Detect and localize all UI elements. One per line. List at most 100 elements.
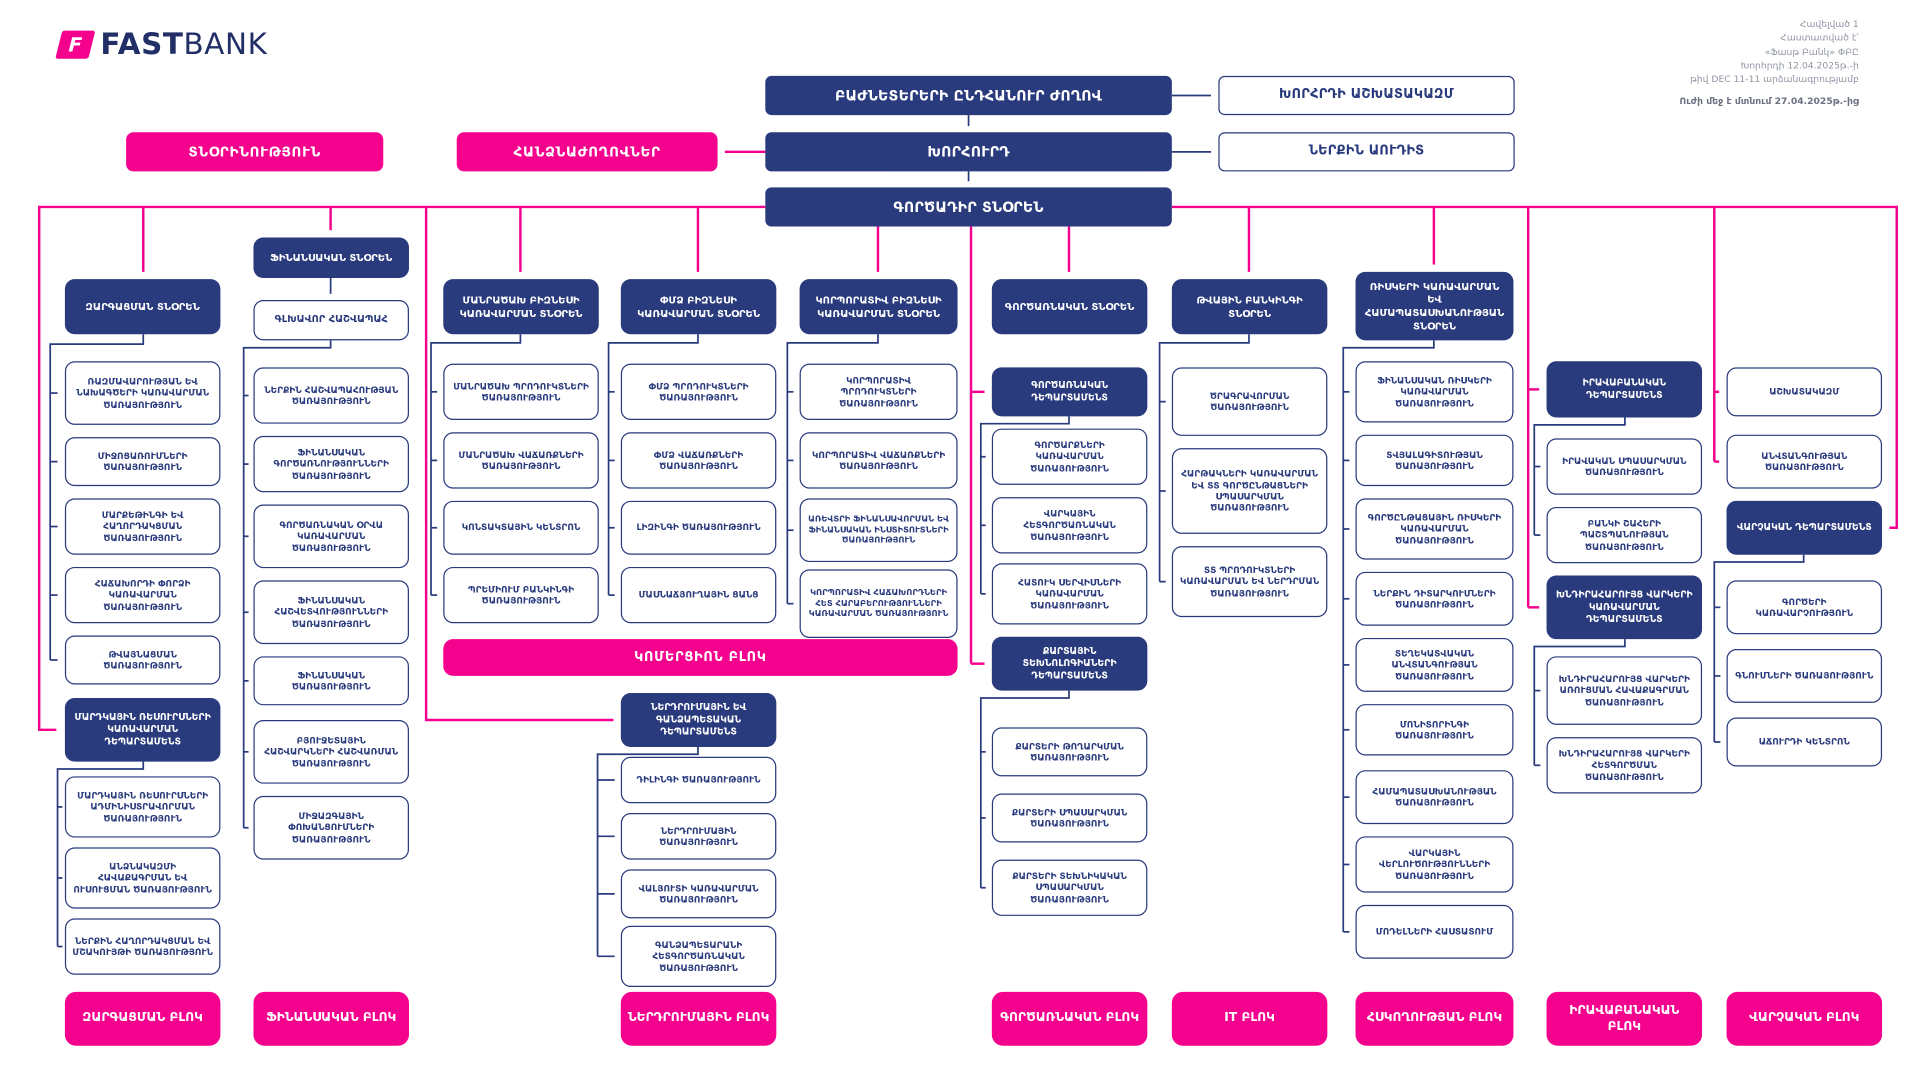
- approval-line: Խորհրդի 12.04.2025թ.-ի: [1740, 59, 1859, 71]
- box-contact-center: ԿՈՆՏԱԿՏԱՅԻՆ ԿԵՆՏՐՈՆ: [443, 500, 599, 555]
- box-legal-servicing-service: ԻՐԱՎԱԿԱՆ ՍՊԱՍԱՐԿՄԱՆ ԾԱՌԱՅՈՒԹՅՈՒՆ: [1546, 438, 1703, 495]
- box-security-service: ԱՆՎՏԱՆԳՈՒԹՅԱՆ ԾԱՌԱՅՈՒԹՅՈՒՆ: [1726, 434, 1883, 489]
- box-credit-backoffice-service: ՎԱՐԿԱՅԻՆ ՀԵՏԳՈՐԾԱՌՆԱԿԱՆ ԾԱՌԱՅՈՒԹՅՈՒՆ: [991, 497, 1148, 554]
- box-problem-loans-collection-service: ԽՆԴԻՐԱՀԱՐՈՒՅՑ ՎԱՐԿԵՐԻ ԱՌՈՒՑՄԱՆ ՀԱՎԱՔԱԳՐՄ…: [1546, 656, 1703, 725]
- approval-line: Հաստատված է՝: [1780, 32, 1859, 44]
- box-operations-director: ԳՈՐԾԱՌՆԱԿԱՆ ՏՆՕՐԵՆ: [991, 279, 1148, 335]
- box-branch-network: ՄԱՍՆԱՃՅՈՒՂԱՅԻՆ ՑԱՆՑ: [620, 566, 777, 624]
- box-card-issuance-service: ՔԱՐՏԵՐԻ ԹՈՂԱՐԿՄԱՆ ԾԱՌԱՅՈՒԹՅՈՒՆ: [991, 727, 1148, 777]
- box-internal-audit: ՆԵՐՔԻՆ ԱՈՒԴԻՏ: [1218, 132, 1515, 172]
- box-currency-management-service: ՎԱԼՅՈՒՏԻ ԿԱՌԱՎԱՐՄԱՆ ԾԱՌԱՅՈՒԹՅՈՒՆ: [620, 869, 777, 919]
- box-process-risk-service: ԳՈՐԾԸՆԹԱՑԱՅԻՆ ՌԻՍԿԵՐԻ ԿԱՌԱՎԱՐՄԱՆ ԾԱՌԱՅՈՒ…: [1355, 498, 1514, 560]
- box-compliance-service: ՀԱՄԱՊԱՏԱՍԽԱՆՈՒԹՅԱՆ ԾԱՌԱՅՈՒԹՅՈՒՆ: [1355, 770, 1514, 825]
- box-transactions-management-service: ԳՈՐԾԱՐՔՆԵՐԻ ԿԱՌԱՎԱՐՄԱՆ ԾԱՌԱՅՈՒԹՅՈՒՆ: [991, 428, 1148, 485]
- box-digitalization-service: ԹՎԱՅՆԱՑՄԱՆ ԾԱՌԱՅՈՒԹՅՈՒՆ: [64, 635, 221, 685]
- box-board: ԽՈՐՀՈՒՐԴ: [765, 132, 1172, 172]
- box-data-science-service: ՏՎՅԱԼԱԳԻՏՈՒԹՅԱՆ ԾԱՌԱՅՈՒԹՅՈՒՆ: [1355, 434, 1514, 487]
- box-dealing-service: ԴԻԼԻՆԳԻ ԾԱՌԱՅՈՒԹՅՈՒՆ: [620, 756, 777, 804]
- box-retail-director: ՄԱՆՐԱԾԱԽ ԲԻԶՆԵՍԻ ԿԱՌԱՎԱՐՄԱՆ ՏՆՕՐԵՆ: [443, 279, 599, 335]
- box-credit-analysis-service: ՎԱՐԿԱՅԻՆ ՎԵՐԼՈՒԾՈՒԹՅՈՒՆՆԵՐԻ ԾԱՌԱՅՈՒԹՅՈՒՆ: [1355, 836, 1514, 893]
- block-administrative: ՎԱՐՉԱԿԱՆ ԲԼՈԿ: [1726, 991, 1883, 1046]
- block-commercial: ԿՈՄԵՐՑԻՈՆ ԲԼՈԿ: [443, 639, 958, 676]
- box-special-services-service: ՀԱՏՈՒԿ ՍԵՐՎԻՍՆԵՐԻ ԿԱՌԱՎԱՐՄԱՆ ԾԱՌԱՅՈՒԹՅՈՒ…: [991, 563, 1148, 625]
- box-digital-banking-director: ԹՎԱՅԻՆ ԲԱՆԿԻՆԳԻ ՏՆՕՐԵՆ: [1171, 279, 1328, 335]
- box-customer-experience-service: ՀԱՃԱԽՈՐԴԻ ՓՈՐՁԻ ԿԱՌԱՎԱՐՄԱՆ ԾԱՌԱՅՈՒԹՅՈՒՆ: [64, 566, 221, 624]
- box-financial-service: ՖԻՆԱՆՍԱԿԱՆ ԾԱՌԱՅՈՒԹՅՈՒՆ: [253, 656, 409, 706]
- box-directorate: ՏՆՕՐԻՆՈՒԹՅՈՒՆ: [126, 132, 384, 172]
- block-development: ԶԱՐԳԱՑՄԱՆ ԲԼՈԿ: [64, 991, 221, 1046]
- box-sme-products-service: ՓՄՁ ՊՐՈԴՈՒԿՏՆԵՐԻ ԾԱՌԱՅՈՒԹՅՈՒՆ: [620, 363, 777, 421]
- box-events-service: ՄԻՋՈՑԱՌՈՒՄՆԵՐԻ ԾԱՌԱՅՈՒԹՅՈՒՆ: [64, 437, 221, 487]
- box-legal-department: ԻՐԱՎԱԲԱՆԱԿԱՆ ԴԵՊԱՐՏԱՄԵՆՏ: [1546, 361, 1703, 418]
- box-financial-director: ՖԻՆԱՆՍԱԿԱՆ ՏՆՕՐԵՆ: [253, 237, 409, 278]
- box-staff: ԱՇԽԱՏԱԿԱԶՄ: [1726, 367, 1883, 417]
- box-recruitment-training-service: ԱՆՁՆԱԿԱԶՄԻ ՀԱՎԱՔԱԳՐՄԱՆ ԵՎ ՈՒՍՈՒՑՄԱՆ ԾԱՌԱ…: [64, 847, 221, 909]
- box-administrative-department: ՎԱՐՉԱԿԱՆ ԴԵՊԱՐՏԱՄԵՆՏ: [1726, 500, 1883, 555]
- logo-text-bank: BANK: [183, 26, 268, 62]
- box-financial-risk-service: ՖԻՆԱՆՍԱԿԱՆ ՌԻՍԿԵՐԻ ԿԱՌԱՎԱՐՄԱՆ ԾԱՌԱՅՈՒԹՅՈ…: [1355, 361, 1514, 423]
- box-auction-center: ԱՃՈՒՐԴԻ ԿԵՆՏՐՈՆ: [1726, 717, 1883, 767]
- block-financial: ՖԻՆԱՆՍԱԿԱՆ ԲԼՈԿ: [253, 991, 409, 1046]
- box-procurement-service: ԳՆՈՒՄՆԵՐԻ ԾԱՌԱՅՈՒԹՅՈՒՆ: [1726, 648, 1883, 703]
- box-corporate-products-service: ԿՈՐՊՈՐԱՏԻՎ ՊՐՈԴՈՒԿՏՆԵՐԻ ԾԱՌԱՅՈՒԹՅՈՒՆ: [799, 363, 958, 421]
- box-hr-department: ՄԱՐԴԿԱՅԻՆ ՌԵՍՈՒՐՍՆԵՐԻ ԿԱՌԱՎԱՐՄԱՆ ԴԵՊԱՐՏԱ…: [64, 697, 221, 762]
- box-corporate-relations-service: ԿՈՐՊՈՐԱՏԻՎ ՀԱՃԱԽՈՐԴՆԵՐԻ ՀԵՏ ՀԱՐԱԲԵՐՈՒԹՅՈ…: [799, 569, 958, 638]
- box-monitoring-service: ՄՈՆԻՏՈՐԻՆԳԻ ԾԱՌԱՅՈՒԹՅՈՒՆ: [1355, 704, 1514, 756]
- box-executive-director: ԳՈՐԾԱԴԻՐ ՏՆՕՐԵՆ: [765, 187, 1172, 227]
- box-investment-service: ՆԵՐԴՐՈՒՄԱՅԻՆ ԾԱՌԱՅՈՒԹՅՈՒՆ: [620, 813, 777, 860]
- box-marketing-service: ՄԱՐՔԵԹԻՆԳԻ ԵՎ ՀԱՂՈՐԴԱԿՑՄԱՆ ԾԱՌԱՅՈՒԹՅՈՒՆ: [64, 498, 221, 555]
- approval-effective-date: Ուժի մեջ է մտնում 27.04.2025թ.-ից: [1679, 95, 1859, 107]
- box-internal-accounting-service: ՆԵՐՔԻՆ ՀԱՇՎԱՊԱՀՈՒԹՅԱՆ ԾԱՌԱՅՈՒԹՅՈՒՆ: [253, 367, 409, 424]
- box-budget-calculations-service: ԲՅՈՒՋԵՏԱՅԻՆ ՀԱՇՎԱՐԿՆԵՐԻ ՀԱՇՎԱՌՄԱՆ ԾԱՌԱՅՈ…: [253, 720, 409, 784]
- box-corporate-sales-service: ԿՈՐՊՈՐԱՏԻՎ ՎԱՃԱՌՔՆԵՐԻ ԾԱՌԱՅՈՒԹՅՈՒՆ: [799, 432, 958, 489]
- box-platforms-it-processes-service: ՀԱՐԹԱԿՆԵՐԻ ԿԱՌԱՎԱՐՄԱՆ ԵՎ ՏՏ ԳՈՐԾԸՆԹԱՑՆԵՐ…: [1171, 448, 1328, 534]
- block-control: ՀՍԿՈՂՈՒԹՅԱՆ ԲԼՈԿ: [1355, 991, 1514, 1046]
- box-board-staff: ԽՈՐՀՐԴԻ ԱՇԽԱՏԱԿԱԶՄ: [1218, 75, 1515, 116]
- box-internal-communication-service: ՆԵՐՔԻՆ ՀԱՂՈՐԴԱԿՑՄԱՆ ԵՎ ՄՇԱԿՈՒՅԹԻ ԾԱՌԱՅՈՒ…: [64, 918, 221, 975]
- approval-note: Հավելված 1 Հաստատված է՝ «Ֆասթ Բանկ» ՓԲԸ …: [1680, 17, 1859, 108]
- box-trade-finance-service: ԱՌԵՎՏՐԻ ՖԻՆԱՆՍԱՎՈՐՄԱՆ ԵՎ ՖԻՆԱՆՍԱԿԱՆ ԻՆՍՏ…: [799, 498, 958, 563]
- box-operations-department: ԳՈՐԾԱՌՆԱԿԱՆ ԴԵՊԱՐՏԱՄԵՆՏ: [991, 367, 1148, 417]
- box-problem-loans-department: ԽՆԴԻՐԱՀԱՐՈՒՅՑ ՎԱՐԿԵՐԻ ԿԱՌԱՎԱՐՄԱՆ ԴԵՊԱՐՏԱ…: [1546, 575, 1703, 640]
- box-financial-operations-service: ՖԻՆԱՆՍԱԿԱՆ ԳՈՐԾԱՌՆՈՒԹՅՈՒՆՆԵՐԻ ԾԱՌԱՅՈՒԹՅՈ…: [253, 435, 409, 493]
- box-treasury-backoffice-service: ԳԱՆՁԱՊԵՏԱՐԱՆԻ ՀԵՏԳՈՐԾԱՌՆԱԿԱՆ ԾԱՌԱՅՈՒԹՅՈՒ…: [620, 925, 777, 987]
- box-it-products-service: ՏՏ ՊՐՈԴՈՒԿՏՆԵՐԻ ԿԱՌԱՎԱՐՄԱՆ ԵՎ ՆԵՐԴՐՄԱՆ Ծ…: [1171, 546, 1328, 618]
- box-information-security-service: ՏԵՂԵԿԱՏՎԱԿԱՆ ԱՆՎՏԱՆԳՈՒԹՅԱՆ ԾԱՌԱՅՈՒԹՅՈՒՆ: [1355, 637, 1514, 692]
- box-premium-banking-service: ՊՐԵՄԻՈՒՄ ԲԱՆԿԻՆԳԻ ԾԱՌԱՅՈՒԹՅՈՒՆ: [443, 566, 599, 624]
- box-corporate-director: ԿՈՐՊՈՐԱՏԻՎ ԲԻԶՆԵՍԻ ԿԱՌԱՎԱՐՄԱՆ ՏՆՕՐԵՆ: [799, 279, 958, 335]
- box-problem-loans-followup-service: ԽՆԴԻՐԱՀԱՐՈՒՅՑ ՎԱՐԿԵՐԻ ՀԵՏԳՈՐԾՄԱՆ ԾԱՌԱՅՈՒ…: [1546, 737, 1703, 794]
- logo: F FASTBANK: [55, 26, 268, 62]
- box-investment-treasury-department: ՆԵՐԴՐՈՒՄԱՅԻՆ ԵՎ ԳԱՆՁԱՊԵՏԱԿԱՆ ԴԵՊԱՐՏԱՄԵՆՏ: [620, 693, 777, 747]
- logo-text-fast: FAST: [100, 26, 184, 62]
- box-committees: ՀԱՆՁՆԱԺՈՂՈՎՆԵՐ: [456, 132, 718, 172]
- box-case-management: ԳՈՐԾԵՐԻ ԿԱՌԱՎԱՐՉՈՒԹՅՈՒՆ: [1726, 580, 1883, 635]
- box-shareholders-meeting: ԲԱԺՆԵՏԵՐԵՐԻ ԸՆԴՀԱՆՈՒՐ ԺՈՂՈՎ: [765, 75, 1172, 116]
- box-card-technical-service: ՔԱՐՏԵՐԻ ՏԵԽՆԻԿԱԿԱՆ ՍՊԱՍԱՐԿՄԱՆ ԾԱՌԱՅՈՒԹՅՈ…: [991, 859, 1148, 916]
- box-model-validation: ՄՈԴԵԼՆԵՐԻ ՀԱՍՏԱՏՈՒՄ: [1355, 904, 1514, 959]
- box-operational-day-service: ԳՈՐԾԱՌՆԱԿԱՆ ՕՐՎԱ ԿԱՌԱՎԱՐՄԱՆ ԾԱՌԱՅՈՒԹՅՈՒՆ: [253, 504, 409, 569]
- box-bank-interests-protection-service: ԲԱՆԿԻ ՇԱՀԵՐԻ ՊԱՇՏՊԱՆՈՒԹՅԱՆ ԾԱՌԱՅՈՒԹՅՈՒՆ: [1546, 506, 1703, 564]
- block-investment: ՆԵՐԴՐՈՒՄԱՅԻՆ ԲԼՈԿ: [620, 991, 777, 1046]
- box-financial-reports-service: ՖԻՆԱՆՍԱԿԱՆ ՀԱՇՎԵՏՎՈՒԹՅՈՒՆՆԵՐԻ ԾԱՌԱՅՈՒԹՅՈ…: [253, 580, 409, 645]
- box-programming-service: ԾՐԱԳՐԱՎՈՐՄԱՆ ԾԱՌԱՅՈՒԹՅՈՒՆ: [1171, 367, 1328, 436]
- box-retail-sales-service: ՄԱՆՐԱԾԱԽ ՎԱՃԱՌՔՆԵՐԻ ԾԱՌԱՅՈՒԹՅՈՒՆ: [443, 432, 599, 489]
- box-strategy-projects-service: ՌԱԶՄԱՎԱՐՈՒԹՅԱՆ ԵՎ ՆԱԽԱԳԾԵՐԻ ԿԱՌԱՎԱՐՄԱՆ Ծ…: [64, 361, 221, 425]
- box-hr-administration-service: ՄԱՐԴԿԱՅԻՆ ՌԵՍՈՒՐՍՆԵՐԻ ԱԴՄԻՆԻՍՏՐԱՎՈՐՄԱՆ Ծ…: [64, 776, 221, 838]
- box-chief-accountant: ԳԼԽԱՎՈՐ ՀԱՇՎԱՊԱՀ: [253, 300, 409, 341]
- box-international-transfers-service: ՄԻՋԱԶԳԱՅԻՆ ՓՈԽԱՆՑՈՒՄՆԵՐԻ ԾԱՌԱՅՈՒԹՅՈՒՆ: [253, 795, 409, 860]
- block-legal: ԻՐԱՎԱԲԱՆԱԿԱՆ ԲԼՈԿ: [1546, 991, 1703, 1046]
- approval-line: Հավելված 1: [1799, 18, 1859, 30]
- box-sme-director: ՓՄՁ ԲԻԶՆԵՍԻ ԿԱՌԱՎԱՐՄԱՆ ՏՆՕՐԵՆ: [620, 279, 777, 335]
- box-card-servicing-service: ՔԱՐՏԵՐԻ ՍՊԱՍԱՐԿՄԱՆ ԾԱՌԱՅՈՒԹՅՈՒՆ: [991, 793, 1148, 843]
- box-card-technologies-department: ՔԱՐՏԱՅԻՆ ՏԵԽՆՈԼՈԳԻԱՆԵՐԻ ԴԵՊԱՐՏԱՄԵՆՏ: [991, 636, 1148, 691]
- box-sme-sales-service: ՓՄՁ ՎԱՃԱՌՔՆԵՐԻ ԾԱՌԱՅՈՒԹՅՈՒՆ: [620, 432, 777, 489]
- box-retail-products-service: ՄԱՆՐԱԾԱԽ ՊՐՈԴՈՒԿՏՆԵՐԻ ԾԱՌԱՅՈՒԹՅՈՒՆ: [443, 363, 599, 421]
- box-leasing-service: ԼԻԶԻՆԳԻ ԾԱՌԱՅՈՒԹՅՈՒՆ: [620, 500, 777, 555]
- box-development-director: ԶԱՐԳԱՑՄԱՆ ՏՆՕՐԵՆ: [64, 279, 221, 335]
- block-operations: ԳՈՐԾԱՌՆԱԿԱՆ ԲԼՈԿ: [991, 991, 1148, 1046]
- block-it: IT ԲԼՈԿ: [1171, 991, 1328, 1046]
- box-internal-observations-service: ՆԵՐՔԻՆ ԴԻՏԱՐԿՈՒՄՆԵՐԻ ԾԱՌԱՅՈՒԹՅՈՒՆ: [1355, 571, 1514, 626]
- approval-line: թիվ DEC 11-11 արձանագրությամբ: [1690, 73, 1859, 85]
